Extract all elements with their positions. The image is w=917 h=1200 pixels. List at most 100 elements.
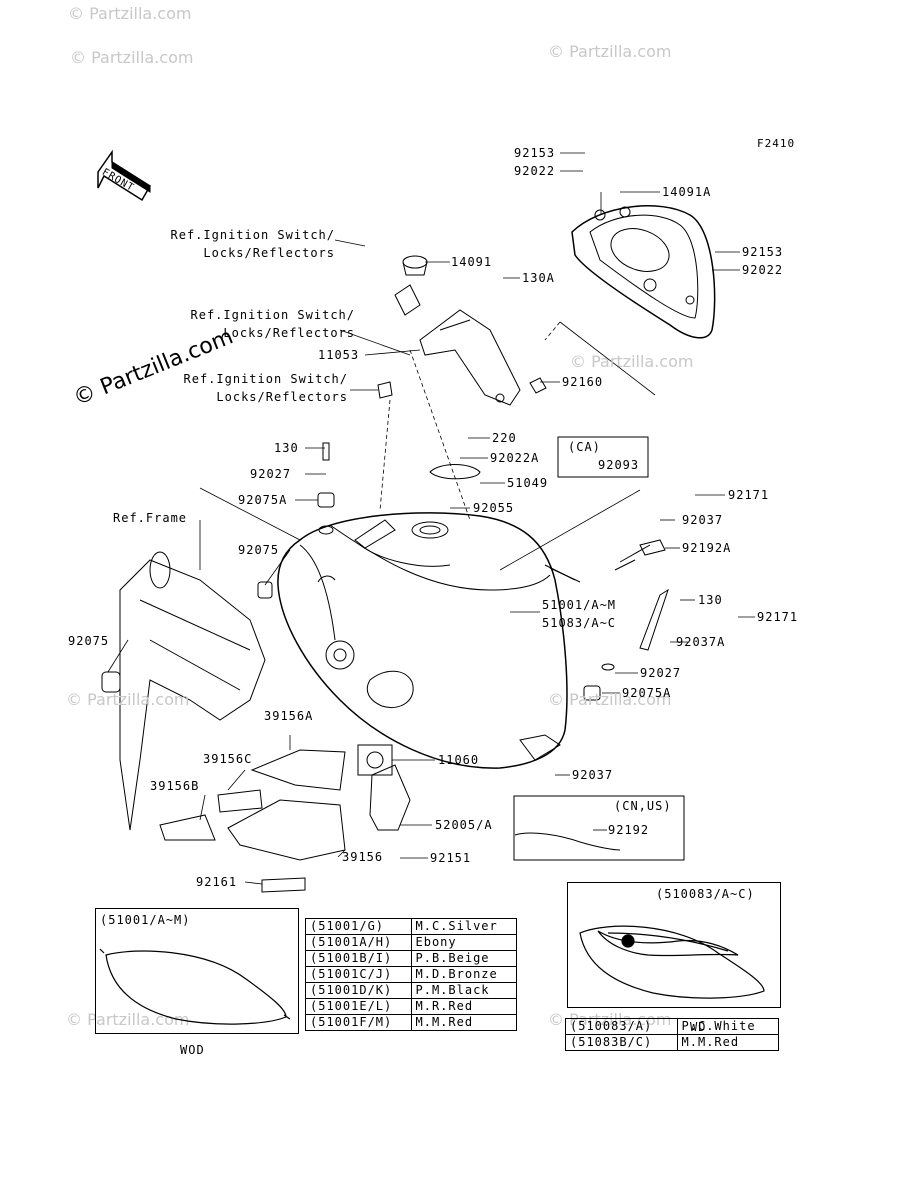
part-label: 92075 xyxy=(68,634,110,648)
watermark: © Partzilla.com xyxy=(68,4,192,23)
part-label: 92171 xyxy=(728,488,770,502)
part-label: 92161 xyxy=(196,875,238,889)
part-label: 92075 xyxy=(238,543,280,557)
ref-label: Locks/Reflectors xyxy=(223,326,355,340)
color-table-main: (51001/G)M.C.Silver(51001A/H)Ebony(51001… xyxy=(305,918,517,1031)
inset-title: (51001/A~M) xyxy=(100,913,191,927)
part-label: 92022A xyxy=(490,451,540,465)
watermark: © Partzilla.com xyxy=(66,690,190,709)
part-label: 39156A xyxy=(264,709,314,723)
watermark: © Partzilla.com xyxy=(548,690,672,709)
part-label: 92037 xyxy=(682,513,724,527)
watermark: © Partzilla.com xyxy=(570,352,694,371)
part-label: 14091A xyxy=(662,185,712,199)
color-row: (51001A/H)Ebony xyxy=(305,934,517,951)
ref-label: Ref.Ignition Switch/ xyxy=(170,228,335,242)
color-row: (510083/A)P.C.White xyxy=(565,1018,780,1035)
front-arrow-icon xyxy=(97,149,152,202)
frame-drawing xyxy=(119,551,266,831)
part-label: 92153 xyxy=(742,245,784,259)
color-code: (51001A/H) xyxy=(305,934,412,951)
leader-lines xyxy=(107,152,755,885)
part-label: 130A xyxy=(522,271,555,285)
part-label: 51083/A~C xyxy=(542,616,617,630)
part-label: 92192 xyxy=(608,823,650,837)
tube-drawing xyxy=(514,539,666,851)
color-row: (51001B/I)P.B.Beige xyxy=(305,950,517,967)
color-name: M.C.Silver xyxy=(410,918,517,935)
color-name: P.C.White xyxy=(676,1018,780,1035)
inset-title: (510083/A~C) xyxy=(656,887,755,901)
cnus-label: (CN,US) xyxy=(614,799,672,813)
part-label: 92037A xyxy=(676,635,726,649)
part-label: 220 xyxy=(492,431,517,445)
part-label: 92022 xyxy=(742,263,784,277)
color-code: (51083B/C) xyxy=(565,1034,678,1051)
part-label: 92192A xyxy=(682,541,732,555)
color-name: M.R.Red xyxy=(410,998,517,1015)
part-label: 92022 xyxy=(514,164,556,178)
part-label: 92037 xyxy=(572,768,614,782)
part-label: 39156C xyxy=(203,752,253,766)
part-label: 130 xyxy=(698,593,723,607)
bracket-drawing xyxy=(377,255,521,406)
part-label: 92055 xyxy=(473,501,515,515)
part-label: 51049 xyxy=(507,476,549,490)
color-row: (51001D/K)P.M.Black xyxy=(305,982,517,999)
part-label: 92093 xyxy=(598,458,640,472)
ca-box xyxy=(557,436,649,478)
cnus-box xyxy=(513,795,685,861)
color-row: (51001C/J)M.D.Bronze xyxy=(305,966,517,983)
part-label: 39156B xyxy=(150,779,200,793)
color-code: (51001F/M) xyxy=(305,1014,412,1031)
inset-wd: (510083/A~C) xyxy=(567,882,781,1008)
color-table-wd: (510083/A)P.C.White(51083B/C)M.M.Red xyxy=(565,1018,780,1051)
part-label: 39156 xyxy=(342,850,384,864)
color-code: (51001D/K) xyxy=(305,982,412,999)
part-label: 92027 xyxy=(250,467,292,481)
part-label: 92171 xyxy=(757,610,799,624)
color-row: (51001F/M)M.M.Red xyxy=(305,1014,517,1031)
part-label: 130 xyxy=(274,441,299,455)
ref-label: Ref.Ignition Switch/ xyxy=(190,308,355,322)
watermark: © Partzilla.com xyxy=(70,48,194,67)
watermark: © Partzilla.com xyxy=(548,42,672,61)
panel-cover-drawing xyxy=(571,205,716,339)
part-label: 92075A xyxy=(238,493,288,507)
part-label: 52005/A xyxy=(435,818,493,832)
color-code: (51001E/L) xyxy=(305,998,412,1015)
color-code: (51001B/I) xyxy=(305,950,412,967)
part-label: 11060 xyxy=(438,753,480,767)
color-code: (51001C/J) xyxy=(305,966,412,983)
ca-label: (CA) xyxy=(568,440,601,454)
pad-drawing xyxy=(159,749,346,893)
fuel-tank-drawing xyxy=(277,512,568,769)
ref-label: Ref.Ignition Switch/ xyxy=(183,372,348,386)
part-label: 11053 xyxy=(318,348,360,362)
watermark: © Partzilla.com xyxy=(66,1010,190,1029)
color-code: (51001/G) xyxy=(305,918,412,935)
part-label: 92153 xyxy=(514,146,556,160)
color-name: P.M.Black xyxy=(410,982,517,999)
part-label: 92027 xyxy=(640,666,682,680)
tank-side-view-wd xyxy=(579,925,765,999)
color-name: M.D.Bronze xyxy=(410,966,517,983)
color-code: (510083/A) xyxy=(565,1018,678,1035)
part-label: 51001/A~M xyxy=(542,598,617,612)
part-label: 92160 xyxy=(562,375,604,389)
color-name: Ebony xyxy=(410,934,517,951)
color-name: M.M.Red xyxy=(410,1014,517,1031)
ref-label: Locks/Reflectors xyxy=(216,390,348,404)
ref-label: Ref.Frame xyxy=(113,511,188,525)
color-row: (51001E/L)M.R.Red xyxy=(305,998,517,1015)
color-name: P.B.Beige xyxy=(410,950,517,967)
color-name: M.M.Red xyxy=(676,1034,780,1051)
tank-side-view xyxy=(99,948,291,1025)
part-label: 92151 xyxy=(430,851,472,865)
inset-caption: WOD xyxy=(180,1043,205,1057)
part-label: 92075A xyxy=(622,686,672,700)
color-row: (51083B/C)M.M.Red xyxy=(565,1034,780,1051)
ref-label: Locks/Reflectors xyxy=(203,246,335,260)
color-row: (51001/G)M.C.Silver xyxy=(305,918,517,935)
